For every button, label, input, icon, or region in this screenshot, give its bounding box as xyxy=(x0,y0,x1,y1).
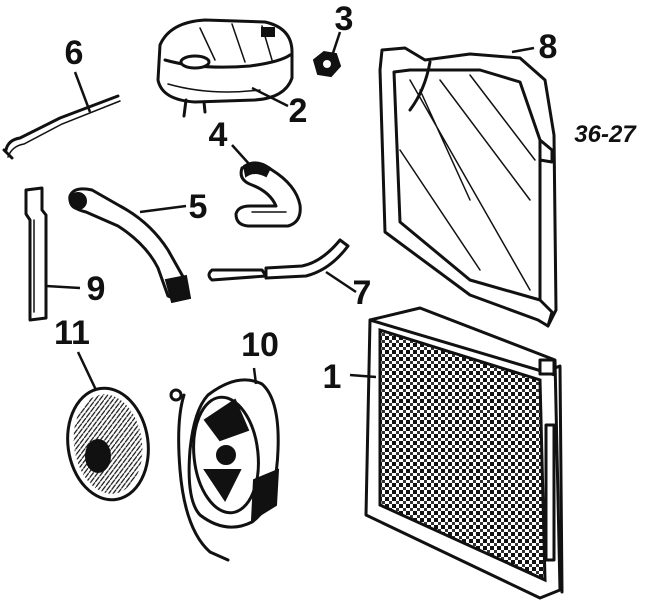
callout-6: 6 xyxy=(65,34,84,72)
tank-cap xyxy=(312,50,342,78)
leader-5 xyxy=(139,204,187,214)
callout-10: 10 xyxy=(241,326,279,364)
callout-4: 4 xyxy=(209,116,228,154)
callout-8: 8 xyxy=(539,28,558,66)
leader-10 xyxy=(252,367,258,385)
leader-2 xyxy=(251,86,289,108)
leader-9 xyxy=(45,284,81,290)
leader-7 xyxy=(325,270,357,294)
callout-9: 9 xyxy=(87,270,106,308)
lower-hose xyxy=(68,187,192,304)
overflow-tube xyxy=(2,94,121,160)
upper-hose xyxy=(234,161,302,228)
leader-8 xyxy=(511,46,535,54)
callout-3: 3 xyxy=(335,0,354,38)
fan-blade xyxy=(66,386,150,502)
bypass-hose xyxy=(207,238,350,282)
expansion-tank xyxy=(156,18,294,118)
callouts: 6 2 3 4 5 7 8 9 1 10 11 xyxy=(54,0,557,396)
callout-2: 2 xyxy=(289,92,308,130)
callout-5: 5 xyxy=(189,188,208,226)
leader-4 xyxy=(231,144,251,166)
callout-11: 11 xyxy=(54,314,90,352)
leader-6 xyxy=(73,71,92,113)
radiator xyxy=(364,306,564,600)
callout-7: 7 xyxy=(353,274,372,312)
leader-3 xyxy=(330,31,342,57)
leader-1 xyxy=(349,373,377,379)
bracket xyxy=(24,186,48,322)
fan-shroud xyxy=(378,46,558,328)
fan-motor xyxy=(169,378,280,562)
figure-reference: 36-27 xyxy=(574,121,637,148)
leader-11 xyxy=(76,351,98,391)
leader-lines xyxy=(45,31,535,391)
callout-1: 1 xyxy=(323,358,342,396)
